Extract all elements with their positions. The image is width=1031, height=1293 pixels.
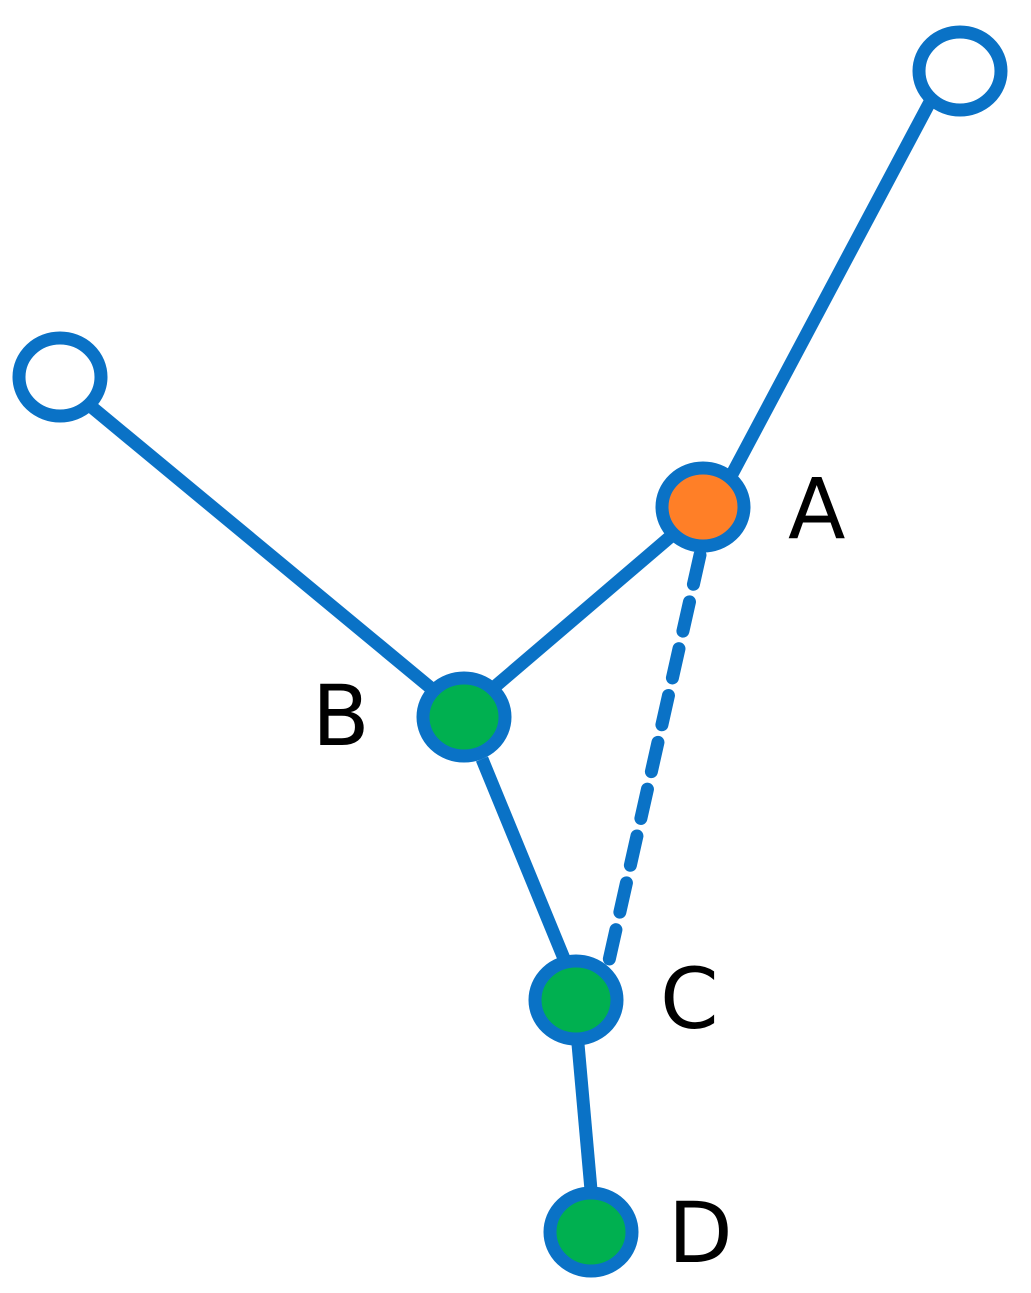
- edge-c-to-d: [571, 1043, 598, 1191]
- node-a: [655, 461, 751, 553]
- node-d: [543, 1186, 639, 1278]
- node-leaf-top-right: [912, 25, 1008, 117]
- node-b: [416, 671, 512, 763]
- edge-leaf-top-right-to-a: [724, 96, 937, 482]
- edge-a-to-b: [486, 532, 675, 695]
- node-b-label: B: [312, 667, 370, 765]
- node-leaf-left: [12, 331, 108, 423]
- edge-leaf-left-to-b: [83, 398, 437, 695]
- node-a-label: A: [788, 460, 845, 558]
- edge-b-to-c: [475, 756, 572, 964]
- edge-a-to-c-dashed: [601, 548, 707, 972]
- node-d-label: D: [668, 1184, 733, 1282]
- node-c: [528, 954, 624, 1046]
- node-c-label: C: [660, 950, 719, 1048]
